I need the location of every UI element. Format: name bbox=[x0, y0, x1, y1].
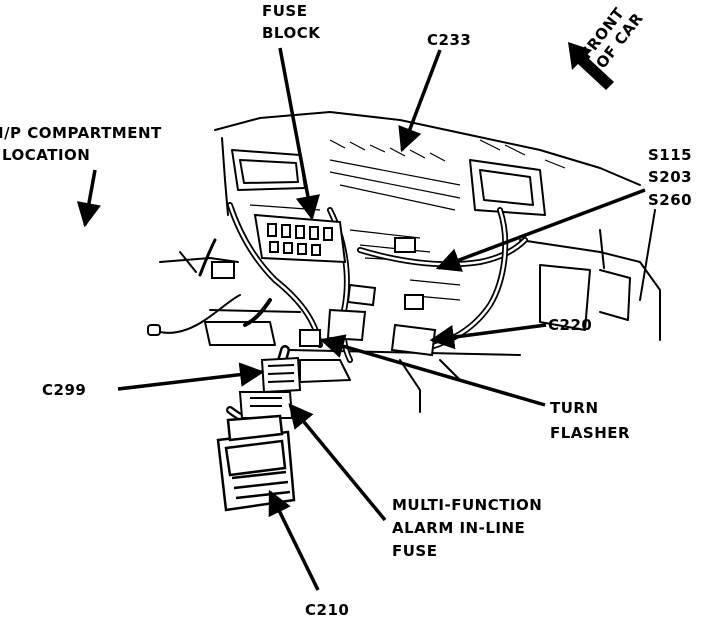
c220-arrow bbox=[429, 323, 547, 350]
harness-connectors bbox=[147, 237, 437, 357]
c233-arrow bbox=[398, 49, 442, 153]
splice-s203-label: S203 bbox=[648, 168, 692, 186]
leader-arrows bbox=[76, 47, 646, 591]
splices-arrow bbox=[435, 188, 646, 272]
callout-labels: FUSE BLOCK C233 FRONT OF CAR I/P COMPART… bbox=[0, 2, 692, 619]
alarm-fuse-arrow bbox=[288, 403, 387, 522]
splice-s115-label: S115 bbox=[648, 146, 692, 164]
turn-flasher-label-1: TURN bbox=[550, 399, 599, 417]
c210-arrow bbox=[268, 489, 320, 591]
c299-connector-drawing bbox=[260, 356, 302, 394]
ip-compartment-arrow bbox=[76, 169, 101, 228]
splice-s260-label: S260 bbox=[648, 191, 692, 209]
c220-label: C220 bbox=[548, 316, 592, 334]
ip-compartment-label-1: I/P COMPARTMENT bbox=[0, 124, 162, 142]
alarm-fuse-label-1: MULTI-FUNCTION bbox=[392, 496, 542, 514]
fuse-block-arrow bbox=[278, 47, 320, 221]
c299-label: C299 bbox=[42, 381, 86, 399]
c299-arrow bbox=[117, 362, 265, 391]
c210-label: C210 bbox=[305, 601, 349, 619]
front-of-car-arrow-icon bbox=[568, 42, 614, 90]
turn-flasher-label-2: FLASHER bbox=[550, 424, 630, 442]
fuse-block-label-2: BLOCK bbox=[262, 24, 321, 42]
c210-connector-drawing bbox=[216, 414, 296, 512]
ip-compartment-label-2: LOCATION bbox=[2, 146, 90, 164]
alarm-fuse-label-2: ALARM IN-LINE bbox=[392, 519, 525, 537]
fuse-block-drawing bbox=[253, 213, 347, 264]
fuse-block-label-1: FUSE bbox=[262, 2, 307, 20]
alarm-fuse-drawing bbox=[238, 391, 294, 419]
alarm-fuse-label-3: FUSE bbox=[392, 542, 437, 560]
turn-flasher-arrow bbox=[319, 334, 546, 407]
c233-label: C233 bbox=[427, 31, 471, 49]
